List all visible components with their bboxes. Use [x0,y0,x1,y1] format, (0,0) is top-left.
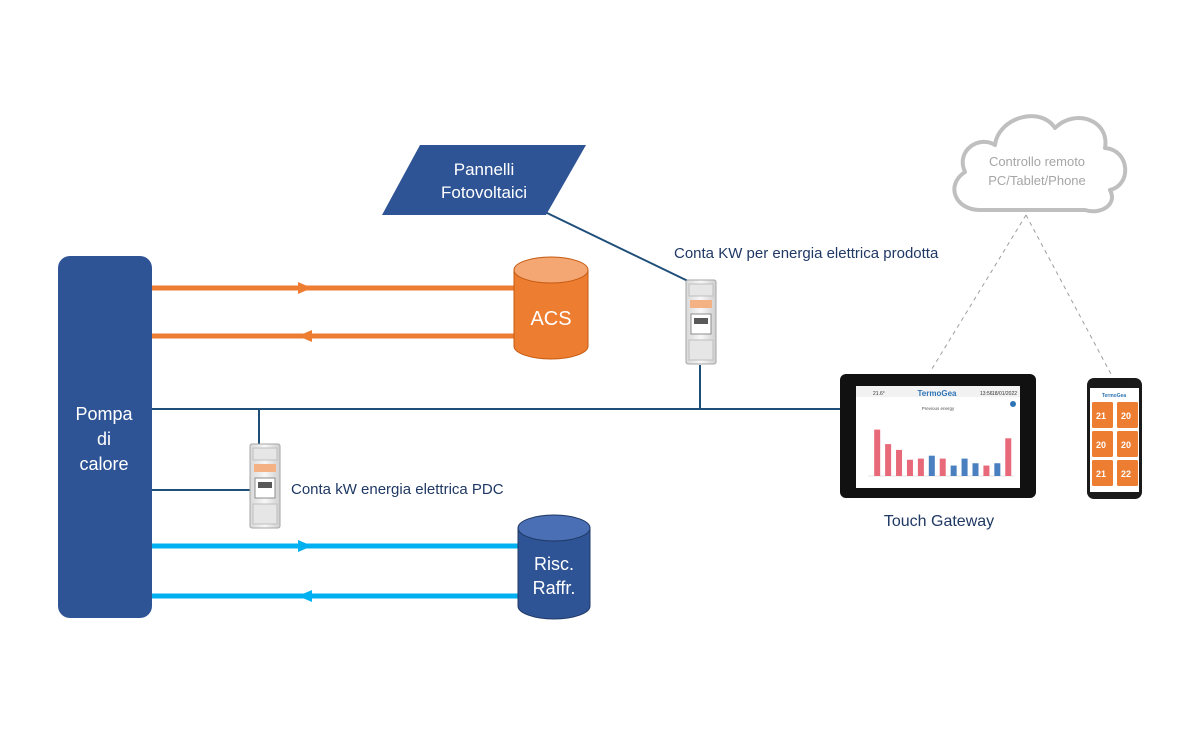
heat-pump: Pompa di calore [58,256,152,618]
tablet-chart-bar [928,455,935,476]
pv-panels: Pannelli Fotovoltaici [382,145,586,215]
acs-tank: ACS [513,256,589,360]
heat-pump-label-2: di [97,429,111,449]
phone-tile-temp: 21 [1096,411,1106,421]
tablet-chart-bar [885,444,892,476]
touch-gateway-tablet: 21.6° TermoGea 13:56 18/01/2022 Previous… [840,374,1036,498]
meter-pv-label: Conta KW per energia elettrica prodotta [674,245,939,262]
cloud-label-2: PC/Tablet/Phone [988,173,1086,188]
tablet-chart-bar [950,465,957,476]
phone-tile [1117,431,1138,457]
tablet-chart-bar [961,458,968,476]
phone-tile [1092,460,1113,486]
heat-pump-label-3: calore [79,454,128,474]
phone-tile [1092,431,1113,457]
tablet-chart-title: Previous energy [922,406,955,411]
tablet-chart-bar [906,459,913,476]
heating-tank: Risc. Raffr. [517,514,591,620]
energy-meter-pdc [249,443,281,529]
phone-tile-temp: 20 [1121,411,1131,421]
tablet-indicator-dot [1010,401,1016,407]
tablet-chart-bar [896,449,903,476]
arrow-right-icon [298,540,312,552]
tablet-chart-bar [917,458,924,476]
phone-tile-temp: 21 [1096,469,1106,479]
touch-gateway-label: Touch Gateway [884,513,994,530]
smartphone: TermoGea 21 20 20 20 21 22 [1087,378,1142,499]
phone-tile-temp: 20 [1096,440,1106,450]
remote-links [929,214,1113,377]
tablet-chart-bar [939,458,946,476]
tablet-chart [868,429,1014,477]
phone-tile-temp: 22 [1121,469,1131,479]
heating-return-pipe [150,590,524,602]
bus-lines [150,211,858,491]
arrow-right-icon [298,282,312,294]
pv-panels-label-1: Pannelli [454,160,515,179]
phone-tiles: 21 20 20 20 21 22 [1092,402,1138,486]
meter-pdc-label: Conta kW energia elettrica PDC [291,481,504,498]
tablet-chart-bar [874,429,881,476]
heating-tank-label-1: Risc. [534,554,574,574]
acs-tank-label: ACS [530,308,571,330]
phone-tile [1092,402,1113,428]
tablet-brand: TermoGea [918,389,958,398]
arrow-left-icon [298,330,312,342]
energy-meter-pv [685,279,717,365]
acs-supply-pipe [150,282,522,294]
pv-panels-label-2: Fotovoltaici [441,183,527,202]
phone-tile [1117,402,1138,428]
tablet-chart-bar [972,463,979,476]
arrow-left-icon [298,590,312,602]
phone-tile-temp: 20 [1121,440,1131,450]
heating-tank-label-2: Raffr. [533,578,576,598]
heating-supply-pipe [150,540,524,552]
heat-pump-label-1: Pompa [75,404,133,424]
tablet-chart-bar [983,465,990,476]
cloud-icon: Controllo remoto PC/Tablet/Phone [952,114,1128,214]
tablet-status: 21.6° [873,391,885,397]
tablet-date: 18/01/2022 [992,391,1017,397]
tablet-time: 13:56 [980,391,993,397]
acs-return-pipe [150,330,522,342]
tablet-chart-bar [1005,438,1012,476]
tablet-chart-bar [994,463,1001,476]
phone-brand: TermoGea [1102,393,1127,399]
cloud-label-1: Controllo remoto [989,154,1085,169]
phone-tile [1117,460,1138,486]
